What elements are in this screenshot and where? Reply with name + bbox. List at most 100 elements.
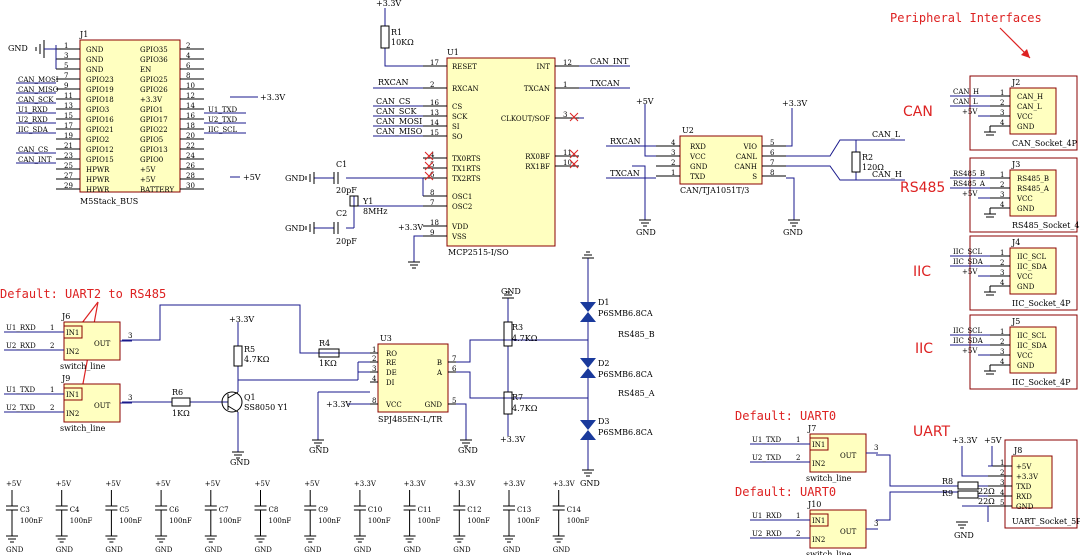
connector-pin-label: IIC_SDA	[1017, 263, 1048, 271]
u3-pin-number: 2	[372, 355, 376, 363]
annotation-default-uart2: Default: UART2 to RS485	[0, 287, 166, 301]
u1-pin-number: 1	[563, 81, 567, 89]
rs485-bus-wires	[456, 258, 589, 470]
capacitor-icon	[552, 490, 565, 543]
u1-pin-number: 2	[430, 81, 434, 89]
u1-net-miso: CAN_MISO	[376, 127, 423, 136]
switch-pin-label: IN2	[812, 460, 825, 468]
j1-pin-number: 15	[64, 112, 73, 120]
j1-pin-number: 1	[64, 42, 68, 50]
j1-ref: J1	[79, 30, 88, 39]
connector-net-label: IIC_SCL	[953, 327, 983, 335]
u1-ref: U1	[447, 48, 459, 57]
gnd-symbol-icon	[956, 521, 968, 529]
j1-pin-number: 11	[64, 92, 73, 100]
r3-ref: R3	[512, 323, 523, 332]
c2-ref: C2	[336, 209, 347, 218]
u2-right-wires	[786, 108, 795, 220]
c1-value: 20pF	[336, 186, 357, 195]
r8-ref: R8	[942, 477, 953, 486]
switch-pin-number: 1	[50, 324, 54, 332]
j1-pin-label: GPIO16	[86, 116, 114, 124]
j1-pin-number: 17	[64, 122, 73, 130]
r8-value: 22Ω	[978, 487, 995, 496]
cap-power-label: +5V	[56, 480, 72, 488]
net-can-l: CAN_L	[872, 130, 901, 139]
j8-body	[1011, 455, 1053, 509]
j1-pin-label: GPIO2	[86, 136, 109, 144]
r9-ref: R9	[942, 489, 953, 498]
cap-ref: C4	[70, 506, 80, 514]
u1-pin-number: 5	[430, 161, 434, 169]
switch-pin-number: 2	[50, 404, 54, 412]
d2-ref: D2	[598, 359, 610, 368]
gnd-symbol-icon	[984, 286, 996, 296]
switch-pin-label: OUT	[94, 402, 111, 410]
j1-pin-label: +5V	[140, 176, 156, 184]
connector-net-label: CAN_H	[953, 88, 979, 96]
connector-pin-number: 2	[1000, 99, 1004, 107]
cap-value: 100nF	[269, 517, 292, 525]
y1-value: 8MHz	[363, 207, 387, 216]
switch-name: switch_line	[806, 550, 852, 555]
u1-net-sck: CAN_SCK	[376, 107, 418, 116]
j8-pin-label: GND	[1016, 503, 1034, 511]
connector-pin-label: GND	[1017, 123, 1035, 131]
r1-wire	[384, 8, 423, 67]
j1-pin-label: GPIO35	[140, 46, 168, 54]
switch-pin-number: 3	[874, 444, 878, 452]
connector-pin-label: VCC	[1016, 273, 1033, 281]
d2-value: P6SMB6.8CA	[598, 370, 653, 379]
j1-net-label: U1_RXD	[18, 106, 48, 114]
switch-net-label: U1_TXD	[752, 436, 782, 444]
capacitor-icon	[105, 490, 118, 543]
gnd-symbol-icon	[582, 469, 594, 477]
r1-pwr: +3.3V	[376, 0, 401, 8]
r9-value: 22Ω	[978, 497, 995, 506]
u1-pin-label: OSC1	[452, 193, 472, 201]
connector-pin-number: 4	[1000, 358, 1005, 366]
switch-net-label: U1_RXD	[6, 324, 36, 332]
j8-ref: J8	[1013, 446, 1022, 455]
c1-plates	[333, 172, 339, 184]
cap-value: 100nF	[418, 517, 441, 525]
u1-pin-number: 18	[430, 219, 439, 227]
gnd-symbol-icon	[35, 40, 45, 58]
cap-gnd-label: GND	[6, 546, 24, 554]
u1-pin-label: TX2RTS	[452, 175, 481, 183]
u1-pin-label: VDD	[451, 223, 469, 231]
q1-33v: +3.3V	[229, 315, 254, 324]
q1-gnd: GND	[230, 458, 250, 467]
switch-net-label: U1_TXD	[6, 386, 36, 394]
net-rs485-b: RS485_B	[618, 330, 655, 339]
switch-pin-label: IN2	[66, 348, 79, 356]
u1-pin-label: RX1BF	[525, 163, 550, 171]
capacitor-icon	[353, 490, 366, 543]
switch-ref: J10	[807, 500, 821, 509]
cap-gnd-label: GND	[453, 546, 471, 554]
connector-name: RS485_Socket_4P	[1012, 221, 1080, 230]
cap-gnd-label: GND	[105, 546, 123, 554]
y1-ref: Y1	[362, 197, 373, 206]
c2-value: 20pF	[336, 237, 357, 246]
cap-power-label: +3.3V	[503, 480, 526, 488]
connector-pin-number: 2	[1000, 338, 1004, 346]
u2-5v: +5V	[636, 97, 654, 106]
j1-net-label: CAN_CS	[18, 146, 48, 154]
gnd-symbol-icon	[305, 172, 315, 184]
connector-pin-number: 4	[1000, 201, 1005, 209]
cap-value: 100nF	[318, 517, 341, 525]
d1-value: P6SMB6.8CA	[598, 309, 653, 318]
u2-name: CAN/TJA1051T/3	[680, 186, 749, 195]
u2-pin-label: TXD	[690, 173, 706, 181]
switch-name: switch_line	[60, 362, 106, 371]
u3-gnd-2: GND	[458, 446, 478, 455]
u3-pin-number: 8	[372, 397, 376, 405]
u1-vss-wire	[413, 235, 423, 262]
cap-ref: C7	[219, 506, 229, 514]
u2-pin-label: GND	[690, 163, 708, 171]
j1-pin-label: GPIO22	[140, 126, 168, 134]
u3-pin-number: 6	[452, 365, 457, 373]
